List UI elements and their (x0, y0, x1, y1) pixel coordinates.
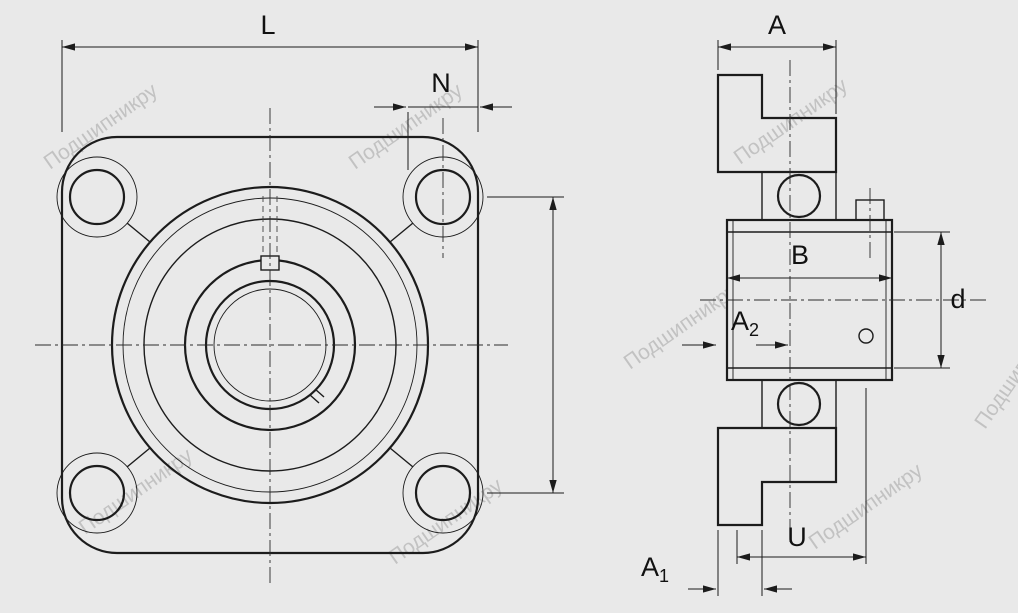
watermark-text: Подшипникру (75, 444, 198, 539)
dimension-label-N: N (431, 68, 451, 98)
bolt-hole (414, 168, 472, 226)
watermark-text: Подшипникру (970, 310, 1018, 433)
bolt-hole (68, 464, 126, 522)
bore-notch (314, 388, 325, 398)
bore-notch (309, 394, 320, 404)
housing-section-bottom (716, 426, 838, 527)
bolt-hole-spotface (56, 452, 138, 534)
bearing-ball-bottom (776, 381, 822, 427)
housing-section-top (716, 73, 838, 174)
corner-rib (126, 447, 151, 468)
dimension-label-d: d (950, 284, 965, 314)
label-subscript: 2 (749, 320, 759, 340)
corner-rib (389, 447, 414, 468)
corner-rib (126, 222, 151, 243)
bolt-hole-spotface (56, 156, 138, 238)
label-subscript: 1 (659, 566, 669, 586)
label-base: A (731, 306, 749, 336)
dimension-label-B: B (791, 240, 809, 270)
grease-hole (858, 328, 874, 344)
bolt-hole-spotface (402, 452, 484, 534)
front-view (35, 108, 508, 585)
dimension-label-A2: A2 (731, 306, 759, 340)
front-view-dimensions: L N (61, 10, 564, 494)
side-view (700, 60, 988, 545)
corner-rib (389, 222, 414, 243)
dimension-label-L: L (260, 10, 275, 40)
dimension-label-U: U (787, 522, 807, 552)
bolt-hole (68, 168, 126, 226)
bearing-ball-top (776, 173, 822, 219)
watermark-text: Подшипникру (40, 79, 163, 174)
side-view-dimensions: A B d A2 U A1 (641, 10, 966, 596)
bolt-hole (414, 464, 472, 522)
watermark-text: Подшипникру (620, 279, 743, 374)
label-base: A (641, 552, 659, 582)
dimension-label-A1: A1 (641, 552, 669, 586)
dimension-label-A: A (768, 10, 786, 40)
watermark-text: Подшипникру (730, 74, 853, 169)
